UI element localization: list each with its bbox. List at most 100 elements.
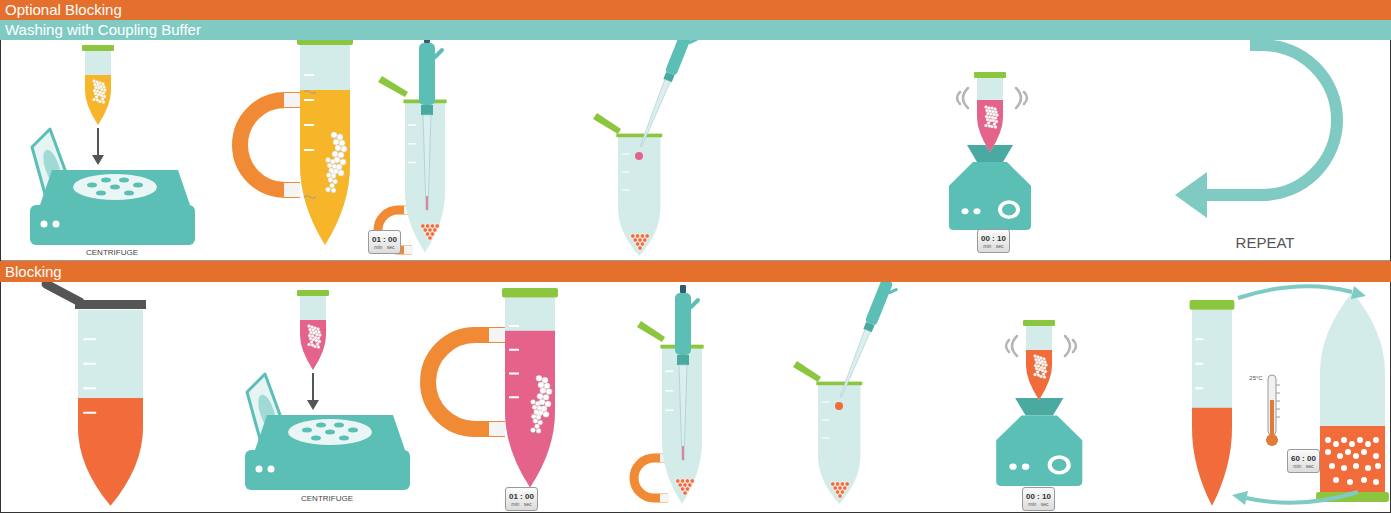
protocol-illustration [631,234,650,250]
small-tube [1023,320,1055,326]
protocol-illustration [419,35,442,210]
large-tube [1192,408,1232,513]
bead-layer [1337,453,1343,459]
magnet-field [304,91,316,199]
bead-layer [1373,453,1379,459]
open-tube [818,384,861,504]
thermometer-symbol [1268,375,1276,435]
large-tube [300,90,350,250]
large-tube [304,75,314,150]
repeat-arrow [1175,172,1207,218]
bead-layer [1365,465,1371,471]
liquid-drop [635,152,643,160]
timer-value: 00 : 10 [981,234,1006,243]
protocol-illustration [421,224,440,240]
large-tube [509,326,519,397]
tube-cap [46,284,80,302]
bead-layer [1333,477,1339,483]
protocol-illustration [835,273,900,401]
repeat-arrow [1175,45,1337,218]
down-arrow [92,128,104,165]
temperature-label: 25°C [1249,375,1262,381]
small-tube [1023,320,1055,410]
protocol-illustration [635,23,700,151]
inverted-tube [1316,292,1389,502]
timer-units: min sec [983,243,1003,249]
large-tube [502,288,558,298]
large-tube [505,331,555,493]
small-tube [85,75,111,135]
liquid-drop [835,402,843,410]
tube-cap [793,361,821,382]
protocol-illustration [675,285,698,460]
protocol-illustration [996,398,1082,486]
magnet-symbol [404,246,413,254]
timer-units: min sec [374,244,394,250]
small-tube [82,45,114,51]
bead-layer [1375,463,1381,469]
rotation-arrow [1232,491,1248,505]
thermometer-symbol [1266,434,1278,446]
thermometer-symbol [1270,400,1274,436]
small-tube [99,82,107,104]
timer-value: 01 : 00 [509,492,534,501]
open-tube [616,134,662,138]
timer-box: 01 : 00min sec [368,230,401,254]
small-tube [974,72,1006,78]
pipette-liquid [426,196,428,210]
band-title: Blocking [5,263,62,280]
pipette-liquid [682,446,684,460]
timer-box: 00 : 10min sec [977,229,1010,253]
bead-layer [1345,449,1351,455]
bead-layer [1325,437,1381,485]
bead-layer [1353,453,1359,459]
bead-layer [1333,441,1339,447]
tube-cap [593,113,621,134]
open-tube [618,136,661,256]
bead-layer [1357,437,1363,443]
small-tube [297,290,329,380]
timer-value: 60 : 00 [1291,454,1316,463]
section-band: Blocking [0,261,1391,282]
repeat-arrow [1205,45,1337,195]
timer-box: 01 : 00min sec [505,487,538,511]
large-tube [1190,300,1235,513]
tube-cap [75,300,146,309]
large-tube [83,339,96,413]
bead-layer [1373,437,1379,443]
timer-value: 00 : 10 [1026,492,1051,501]
inverted-tube [1320,426,1385,494]
protocol-illustration [949,145,1031,230]
motion-lines [1006,336,1076,356]
tube-cap [378,76,408,97]
open-tube [816,382,862,386]
magnet-symbol [240,100,300,190]
magnet-symbol [428,335,505,429]
magnet-symbol [428,335,505,429]
bead-layer [1365,441,1371,447]
bead-layer [1349,441,1355,447]
rotation-arrow [1351,286,1366,299]
timer-units: min sec [511,501,531,507]
open-tube [665,371,673,410]
bead-layer [1325,449,1331,455]
magnet-symbol [489,422,505,436]
down-arrow [307,400,319,410]
rotation-arrow [1232,286,1366,505]
bead-layer [1361,477,1367,483]
bead-layer [1325,437,1331,443]
timer-units: min sec [1028,501,1048,507]
small-tube [300,320,326,380]
tube-cap [637,321,665,342]
protocol-illustration [831,482,850,498]
down-arrow [92,155,104,165]
magnet-symbol [489,328,505,342]
bead-layer [1341,465,1347,471]
magnet-symbol [660,494,669,502]
open-tube [816,382,862,504]
bead-layer [1347,479,1353,485]
open-tube [621,154,630,190]
instrument-label: CENTRIFUGE [86,248,138,257]
